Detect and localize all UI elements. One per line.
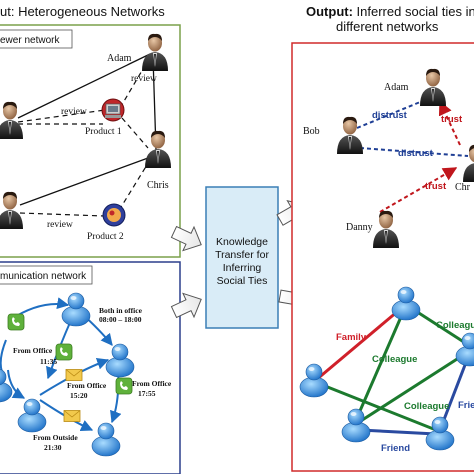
communication-network-label-box [0, 265, 93, 285]
annotation-from-office-3-time: 17:55 [138, 389, 156, 398]
knowledge-transfer-line2: Transfer for [215, 249, 269, 261]
reviewer-network-label: ewer network [0, 35, 60, 46]
knowledge-transfer-line1: Knowledge [216, 236, 268, 248]
family-label: Family [336, 332, 367, 343]
output-title-line1: Output: Inferred social ties in [306, 4, 474, 19]
phone-icon-2 [55, 343, 73, 361]
mail-icon-2 [63, 410, 81, 422]
adam-label: Adam [107, 53, 132, 64]
comm-edge-7 [7, 369, 26, 399]
edge-chris-product2 [117, 159, 151, 213]
annotation-from-outside-time: 21:30 [44, 443, 62, 452]
knowledge-transfer-line3: Inferring [223, 262, 262, 274]
trust-danny-label: Danny [346, 222, 373, 233]
annotation-from-office-2-time: 15:20 [70, 391, 88, 400]
edge-colleague-4 [355, 350, 469, 426]
trust-network: Adam Bob Chr Danny distrust distrust tru… [303, 68, 474, 248]
knowledge-transfer-line4: Social Ties [217, 275, 268, 287]
product2-icon [102, 203, 126, 227]
chris-label: Chris [147, 180, 169, 191]
edge-reviewer2-chris [19, 157, 149, 206]
product1-label: Product 1 [85, 127, 122, 137]
edge-danny-chris-trust [379, 167, 458, 213]
review-label-product1: review [61, 107, 87, 117]
distrust-label-1: distrust [372, 110, 408, 121]
edge-colleague-3 [319, 382, 437, 432]
colleague-label-3: Colleague [404, 401, 449, 412]
edge-product1-chris [121, 117, 149, 149]
review-label-adam: review [131, 74, 157, 84]
product2-label: Product 2 [87, 232, 124, 242]
friend-label-2: Frie [458, 400, 474, 411]
trust-label-2: trust [425, 181, 447, 192]
annotation-from-office-1: From Office [13, 346, 53, 355]
trust-adam-label: Adam [384, 82, 409, 93]
annotation-both-in-office: Both in office [99, 306, 143, 315]
annotation-from-outside: From Outside [33, 433, 78, 442]
edge-bob-adam-distrust [356, 99, 426, 129]
knowledge-transfer-box: Knowledge Transfer for Inferring Social … [205, 186, 279, 329]
reviewer-network-panel: ewer network Adam Chris Produc [0, 24, 181, 258]
output-panel: Adam Bob Chr Danny distrust distrust tru… [291, 42, 474, 472]
input-title: ut: Heterogeneous Networks [0, 4, 165, 19]
friend-label: Friend [381, 443, 410, 454]
annotation-from-office-1-time: 11:35 [40, 357, 57, 366]
output-title-line2: different networks [336, 19, 439, 34]
phone-icon-1 [7, 313, 25, 331]
colleague-label-2: Colleague [372, 354, 417, 365]
trust-chris-label: Chr [455, 182, 471, 193]
colleague-label-1: Colleague [436, 320, 474, 331]
edge-family [315, 304, 405, 382]
phone-icon-3 [115, 377, 133, 395]
edge-chris-adam-trust [438, 100, 461, 146]
product1-icon [101, 98, 125, 122]
distrust-label-2: distrust [398, 148, 434, 159]
annotation-both-in-office-time: 08:00 – 18:00 [99, 315, 142, 324]
edge-reviewer-adam [17, 53, 151, 119]
communication-network-label: munication network [0, 271, 87, 282]
trust-label-1: trust [441, 114, 463, 125]
communication-network-panel: munication network Both in office 08:00 … [0, 261, 181, 474]
edge-friend [359, 428, 437, 436]
reviewer-network-label-box [0, 29, 73, 49]
review-label-product2: review [47, 220, 73, 230]
edge-review-product1-top [17, 109, 106, 123]
annotation-from-office-2: From Office [67, 381, 107, 390]
annotation-from-office-3: From Office [132, 379, 172, 388]
trust-bob-label: Bob [303, 126, 320, 137]
social-network: Family Colleague Colleague Colleague Fri… [299, 286, 474, 454]
mail-icon-1 [65, 369, 83, 381]
